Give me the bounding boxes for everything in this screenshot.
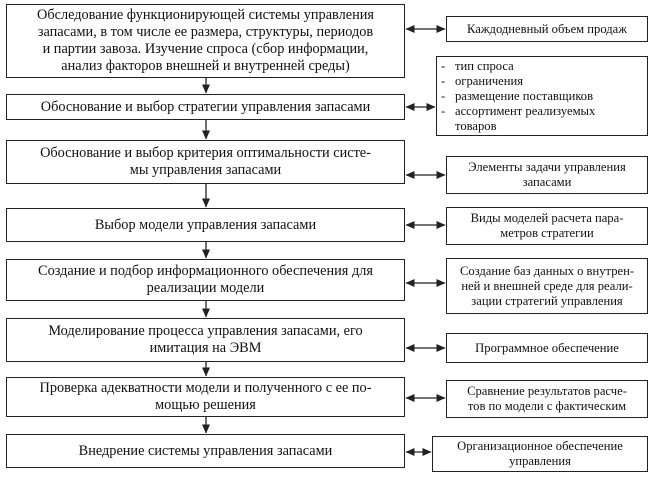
step-8-label: Внедрение системы управления запасами <box>78 442 333 459</box>
input-model-types-label: Виды моделей расчета пара- метров страте… <box>470 211 624 240</box>
factor-supplier-location: размещение поставщиков <box>441 89 595 104</box>
input-org-support-label: Организационное обеспечение управления <box>457 439 623 468</box>
factor-assortment: ассортимент реализуемых товаров <box>441 104 595 134</box>
input-databases: Создание баз данных о внутрен- ней и вне… <box>446 258 648 314</box>
step-5-label: Создание и подбор информационного обеспе… <box>38 263 373 296</box>
factor-demand-type: тип спроса <box>441 59 595 74</box>
step-1-label: Обследование функционирующей системы упр… <box>37 7 374 74</box>
step-6-label: Моделирование процесса управления запаса… <box>48 323 363 356</box>
step-2-strategy: Обоснование и выбор стратегии управления… <box>6 94 405 120</box>
step-7-adequacy-check: Проверка адекватности модели и полученно… <box>6 377 405 417</box>
input-databases-label: Создание баз данных о внутрен- ней и вне… <box>459 263 635 308</box>
input-software: Программное обеспечение <box>446 333 648 363</box>
step-5-info-support: Создание и подбор информационного обеспе… <box>6 259 405 301</box>
step-8-implementation: Внедрение системы управления запасами <box>6 434 405 468</box>
input-task-elements-label: Элементы задачи управления запасами <box>468 160 626 189</box>
input-software-label: Программное обеспечение <box>475 340 619 355</box>
step-3-label: Обоснование и выбор критерия оптимальнос… <box>40 145 371 178</box>
step-3-criterion: Обоснование и выбор критерия оптимальнос… <box>6 140 405 184</box>
input-strategy-factors: тип спроса ограничения размещение постав… <box>436 56 648 136</box>
strategy-factors-list: тип спроса ограничения размещение постав… <box>437 57 597 134</box>
step-1-survey: Обследование функционирующей системы упр… <box>6 4 405 78</box>
input-daily-sales-label: Каждодневный объем продаж <box>467 21 627 36</box>
factor-constraints: ограничения <box>441 74 595 89</box>
step-4-label: Выбор модели управления запасами <box>94 216 317 233</box>
input-results-comparison-label: Сравнение результатов расче- тов по моде… <box>467 384 627 413</box>
step-2-label: Обоснование и выбор стратегии управления… <box>40 98 371 115</box>
step-4-model-choice: Выбор модели управления запасами <box>6 208 405 242</box>
input-daily-sales: Каждодневный объем продаж <box>446 16 648 42</box>
input-org-support: Организационное обеспечение управления <box>432 436 648 472</box>
step-7-label: Проверка адекватности модели и полученно… <box>39 380 372 413</box>
step-6-modeling: Моделирование процесса управления запаса… <box>6 318 405 362</box>
input-model-types: Виды моделей расчета пара- метров страте… <box>446 207 648 245</box>
input-results-comparison: Сравнение результатов расче- тов по моде… <box>446 380 648 418</box>
input-task-elements: Элементы задачи управления запасами <box>446 156 648 194</box>
